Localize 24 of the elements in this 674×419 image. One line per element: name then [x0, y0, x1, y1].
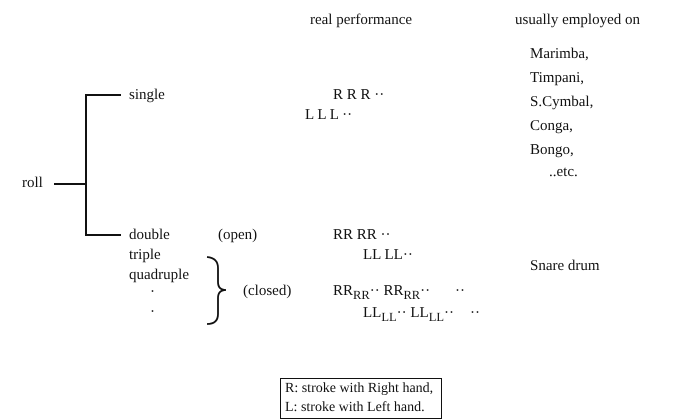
list-ending: ..etc. [549, 163, 578, 182]
stroke-pattern: R R R ·· [333, 86, 384, 105]
instrument-name: Snare drum [530, 257, 600, 276]
column-heading: real performance [310, 11, 412, 30]
root-label: roll [22, 173, 52, 193]
column-heading: usually employed on [515, 11, 640, 30]
stroke-pattern: RR RR ·· [333, 226, 391, 245]
roll-type-note: (open) [218, 226, 258, 245]
stroke-pattern: RR$_{RR}$·· RR$_{RR}$·· [333, 282, 430, 304]
stroke-pattern: ·· [470, 304, 480, 323]
tree-connector [54, 183, 121, 236]
roll-type-label: quadruple [129, 266, 189, 285]
roll-type-note: (closed) [243, 282, 292, 301]
stroke-pattern: LL$_{LL}$·· LL$_{LL}$·· [363, 304, 454, 326]
ellipsis-dot: · [150, 303, 155, 322]
instrument-list: Marimba, Timpani, S.Cymbal, Conga, Bongo, [530, 42, 610, 162]
stroke-pattern: L L L ·· [305, 106, 352, 125]
key-box: R: stroke with Right hand, L: stroke with Left hand. [280, 378, 442, 419]
ellipsis-dot: · [150, 283, 155, 302]
stroke-pattern: LL LL·· [363, 246, 413, 265]
stroke-pattern: ·· [455, 282, 465, 301]
branch-label: single [129, 85, 177, 105]
branch-label: double [129, 225, 181, 245]
roll-type-label: triple [129, 246, 161, 265]
